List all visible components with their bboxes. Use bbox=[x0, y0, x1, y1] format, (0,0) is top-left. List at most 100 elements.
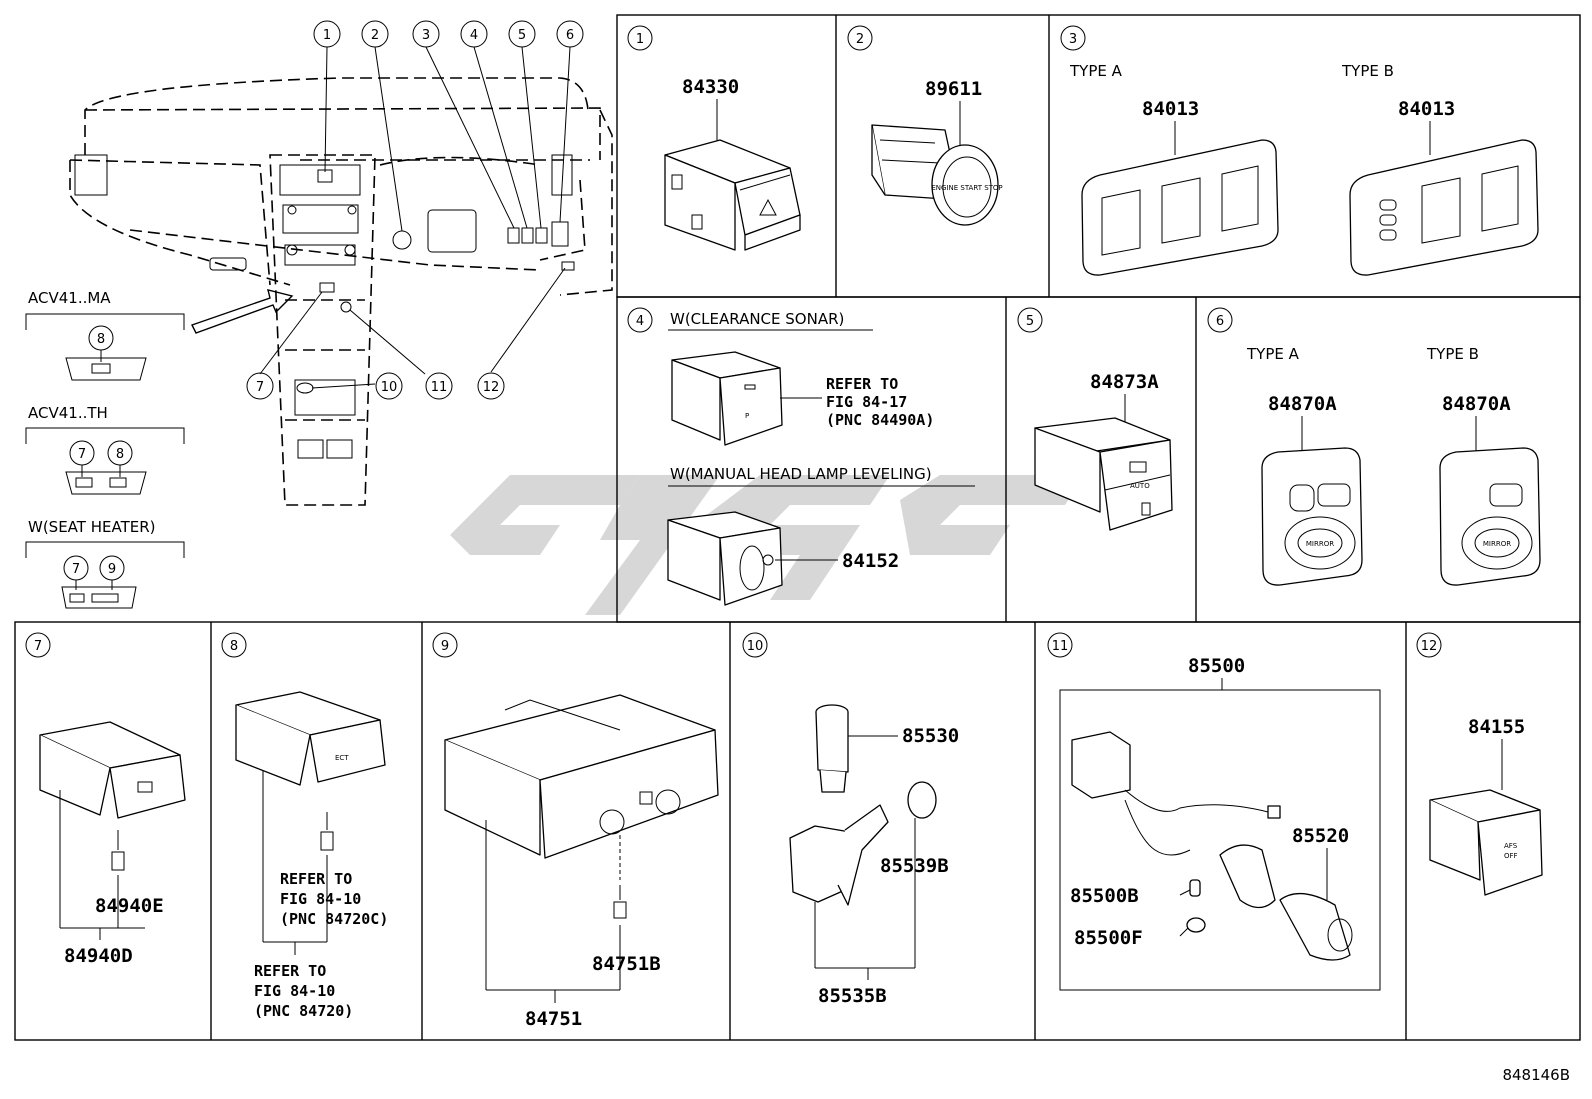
panel-7: 7 84940E 84940D bbox=[25, 632, 186, 967]
ect-note-b-line-1: REFER TO bbox=[254, 962, 326, 980]
panel-6-type-a: TYPE A bbox=[1246, 345, 1300, 363]
leveling-switch-drawing bbox=[667, 511, 783, 606]
panel-3: 3 TYPE A TYPE B 84013 84013 bbox=[1060, 25, 1539, 276]
variant-th-callout-7: 7 bbox=[78, 447, 86, 462]
part-84155: 84155 bbox=[1468, 716, 1525, 738]
panel-11-number: 11 bbox=[1052, 639, 1069, 654]
sonar-note-line-1: REFER TO bbox=[826, 375, 898, 393]
seat-heater-switch-drawing bbox=[444, 694, 719, 859]
diagram-id: 848146B bbox=[1502, 1066, 1570, 1084]
auto-switch-drawing: AUTO bbox=[1034, 417, 1173, 531]
variant-acv41-th: ACV41..TH 7 8 bbox=[25, 404, 185, 495]
part-84940D: 84940D bbox=[64, 945, 133, 967]
afs-switch-drawing: AFS OFF bbox=[1429, 789, 1543, 896]
panel-12: 12 84155 AFS OFF bbox=[1416, 632, 1543, 896]
callout-2: 2 bbox=[371, 28, 379, 43]
afs-text-line-2: OFF bbox=[1504, 852, 1518, 860]
panel-grid bbox=[14, 14, 1581, 1041]
ect-note-b-line-2: FIG 84-10 bbox=[254, 982, 335, 1000]
callout-circles-bottom: 7 10 11 12 bbox=[246, 372, 505, 400]
callout-1: 1 bbox=[323, 28, 331, 43]
variant-seat-heater: W(SEAT HEATER) 7 9 bbox=[25, 518, 185, 609]
callout-11: 11 bbox=[431, 380, 448, 395]
variant-acv41-ma: ACV41..MA 8 bbox=[25, 289, 185, 381]
panel-5-number: 5 bbox=[1026, 314, 1034, 329]
afs-text-line-1: AFS bbox=[1504, 842, 1518, 850]
switch-bezel-type-b bbox=[1349, 139, 1539, 276]
part-85500: 85500 bbox=[1188, 655, 1245, 677]
callout-5: 5 bbox=[518, 28, 526, 43]
switch-drawing-7 bbox=[39, 721, 186, 819]
socket-housing-drawing bbox=[789, 804, 889, 906]
part-84330: 84330 bbox=[682, 76, 739, 98]
part-84940E: 84940E bbox=[95, 895, 164, 917]
panel-3-number: 3 bbox=[1069, 32, 1077, 47]
panel-4-number: 4 bbox=[636, 314, 644, 329]
panel-6-number: 6 bbox=[1216, 314, 1224, 329]
switch-bezel-type-a bbox=[1081, 139, 1279, 276]
callout-6: 6 bbox=[566, 28, 574, 43]
panel-3-type-b: TYPE B bbox=[1341, 62, 1394, 80]
panel-8-number: 8 bbox=[230, 639, 238, 654]
panel-11: 11 85500 85520 85500B 85500F bbox=[1047, 632, 1381, 991]
cap-drawing bbox=[907, 781, 937, 819]
ect-note-a-line-1: REFER TO bbox=[280, 870, 352, 888]
part-84751B: 84751B bbox=[592, 953, 661, 975]
ect-note-a-line-2: FIG 84-10 bbox=[280, 890, 361, 908]
vehicle-overview bbox=[69, 46, 613, 506]
ect-note-a-line-3: (PNC 84720C) bbox=[280, 910, 388, 928]
hazard-switch-drawing bbox=[664, 139, 801, 251]
part-85520: 85520 bbox=[1292, 825, 1349, 847]
cigar-socket-drawing bbox=[815, 704, 849, 793]
variant-label-seat: W(SEAT HEATER) bbox=[28, 518, 155, 536]
part-84013-a: 84013 bbox=[1142, 98, 1199, 120]
variant-seat-callout-7: 7 bbox=[72, 562, 80, 577]
part-85530: 85530 bbox=[902, 725, 959, 747]
panel-5: 5 84873A AUTO bbox=[1017, 307, 1173, 531]
panel-10: 10 85530 85539B 85535B bbox=[742, 632, 959, 1007]
watermark-logo bbox=[450, 475, 1085, 615]
part-85500B: 85500B bbox=[1070, 885, 1139, 907]
variant-label-ma: ACV41..MA bbox=[28, 289, 111, 307]
panel-6-type-b: TYPE B bbox=[1426, 345, 1479, 363]
panel-4: 4 W(CLEARANCE SONAR) P REFER TO FIG 84-1… bbox=[627, 307, 975, 606]
ect-note-b-line-3: (PNC 84720) bbox=[254, 1002, 353, 1020]
panel-7-number: 7 bbox=[34, 639, 42, 654]
part-85500F: 85500F bbox=[1074, 927, 1143, 949]
panel-12-number: 12 bbox=[1421, 639, 1438, 654]
part-85535B: 85535B bbox=[818, 985, 887, 1007]
panel-2: 2 89611 ENGINE START STOP bbox=[847, 25, 1003, 226]
panel-10-number: 10 bbox=[747, 639, 764, 654]
sonar-note-line-2: FIG 84-17 bbox=[826, 393, 907, 411]
panel-1: 1 84330 bbox=[627, 25, 801, 251]
panel-4-leveling-label: W(MANUAL HEAD LAMP LEVELING) bbox=[670, 465, 932, 483]
panel-9: 9 84751B 84751 bbox=[432, 632, 719, 1030]
mirror-switch-a-text: MIRROR bbox=[1306, 540, 1334, 548]
sonar-note-line-3: (PNC 84490A) bbox=[826, 411, 934, 429]
sonar-switch-drawing: P bbox=[671, 351, 783, 446]
panel-8: 8 ECT REFER TO FIG 84-10 (PNC 84720C) RE… bbox=[221, 632, 388, 1020]
sonar-switch-glyph: P bbox=[745, 412, 749, 420]
panel-2-number: 2 bbox=[856, 32, 864, 47]
part-85539B: 85539B bbox=[880, 855, 949, 877]
variant-seat-callout-9: 9 bbox=[108, 562, 116, 577]
panel-4-sonar-label: W(CLEARANCE SONAR) bbox=[670, 310, 844, 328]
part-89611: 89611 bbox=[925, 78, 982, 100]
ect-switch-text: ECT bbox=[335, 754, 349, 762]
variant-ma-callout: 8 bbox=[97, 332, 105, 347]
variant-label-th: ACV41..TH bbox=[28, 404, 108, 422]
panel-6: 6 TYPE A TYPE B 84870A 84870A MIRROR MIR… bbox=[1207, 307, 1541, 586]
callout-10: 10 bbox=[381, 380, 398, 395]
part-84870A-a: 84870A bbox=[1268, 393, 1337, 415]
part-84152: 84152 bbox=[842, 550, 899, 572]
wire-harness-drawing bbox=[1071, 731, 1353, 961]
callout-3: 3 bbox=[422, 28, 430, 43]
part-84873A: 84873A bbox=[1090, 371, 1159, 393]
part-84013-b: 84013 bbox=[1398, 98, 1455, 120]
panel-9-number: 9 bbox=[441, 639, 449, 654]
callout-12: 12 bbox=[483, 380, 500, 395]
callout-4: 4 bbox=[470, 28, 478, 43]
engine-start-button-drawing: ENGINE START STOP bbox=[871, 124, 1003, 226]
callout-7: 7 bbox=[256, 380, 264, 395]
